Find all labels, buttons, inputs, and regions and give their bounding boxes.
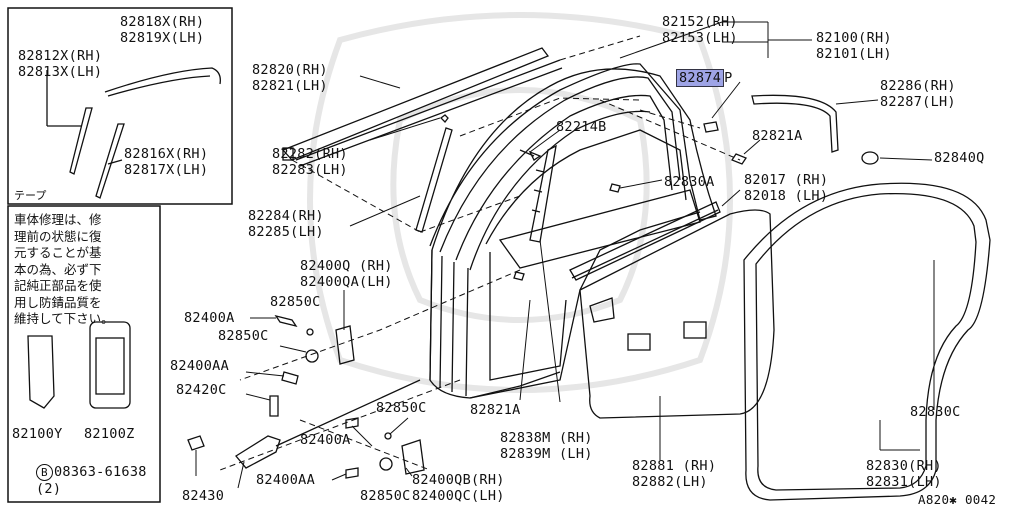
label-82874-suffix: P bbox=[724, 70, 733, 86]
trim-82284 bbox=[415, 127, 453, 233]
repair-note-text: 車体修理は、修 理前の状態に復 元することが基 本の為、必ず下 記純正部品を使 … bbox=[14, 212, 114, 326]
label-82100: 82100(RH) 82101(LH) bbox=[816, 30, 892, 62]
sealant-tube-82100y bbox=[27, 335, 55, 409]
label-82152: 82152(RH) 82153(LH) bbox=[662, 14, 738, 46]
watermark-emblem bbox=[307, 12, 733, 393]
label-82850c-4: 82850C bbox=[360, 488, 411, 504]
label-82818x: 82818X(RH) 82819X(LH) bbox=[120, 14, 205, 46]
label-82812x: 82812X(RH) 82813X(LH) bbox=[18, 48, 103, 80]
checker-82430 bbox=[235, 435, 281, 469]
label-82830a: 82830A bbox=[664, 174, 715, 190]
label-82850c-2: 82850C bbox=[218, 328, 269, 344]
label-82282: 82282(RH) 82283(LH) bbox=[272, 146, 348, 178]
label-82400a-1: 82400A bbox=[184, 310, 235, 326]
label-82816x: 82816X(RH) 82817X(LH) bbox=[124, 146, 209, 178]
inset-molding-box bbox=[7, 7, 233, 205]
trim-panel-82881 bbox=[579, 209, 775, 419]
diagram-reference: A820✱ 0042 bbox=[918, 492, 997, 507]
label-82400aa-2: 82400AA bbox=[256, 472, 315, 488]
spray-can-82100z bbox=[89, 321, 131, 409]
weatherstrip-82830 bbox=[743, 182, 991, 501]
molding-82820 bbox=[281, 47, 550, 161]
label-82830: 82830(RH) 82831(LH) bbox=[866, 458, 942, 490]
label-82430: 82430 bbox=[182, 488, 225, 504]
label-82400a-2: 82400A bbox=[300, 432, 351, 448]
label-82100y: 82100Y bbox=[12, 426, 63, 442]
label-82400aa-1: 82400AA bbox=[170, 358, 229, 374]
label-82214b: 82214B bbox=[556, 119, 607, 135]
label-82838m: 82838M (RH) 82839M (LH) bbox=[500, 430, 593, 462]
label-82420c: 82420C bbox=[176, 382, 227, 398]
label-82821a-bot: 82821A bbox=[470, 402, 521, 418]
label-82284: 82284(RH) 82285(LH) bbox=[248, 208, 324, 240]
label-82850c-3: 82850C bbox=[376, 400, 427, 416]
label-08363-text: 08363-61638 (2) bbox=[36, 464, 147, 497]
strip-82286 bbox=[751, 94, 839, 153]
label-82400q: 82400Q (RH) 82400QA(LH) bbox=[300, 258, 393, 290]
label-82874-highlight: 82874 bbox=[676, 69, 725, 87]
label-82881: 82881 (RH) 82882(LH) bbox=[632, 458, 717, 490]
molding-82812x bbox=[69, 107, 93, 175]
inset-tape-label: テープ bbox=[14, 189, 47, 202]
label-82400qb: 82400QB(RH) 82400QC(LH) bbox=[412, 472, 505, 504]
label-82830c: 82830C bbox=[910, 404, 961, 420]
hinge-82400qb bbox=[401, 439, 425, 475]
repair-note-box bbox=[7, 205, 161, 503]
label-82017: 82017 (RH) 82018 (LH) bbox=[744, 172, 829, 204]
label-82840q: 82840Q bbox=[934, 150, 985, 166]
label-82850c-1: 82850C bbox=[270, 294, 321, 310]
label-82100z: 82100Z bbox=[84, 426, 135, 442]
label-82821a-top: 82821A bbox=[752, 128, 803, 144]
bolt-b-circle: B bbox=[36, 464, 53, 481]
hinge-82400q bbox=[335, 325, 355, 365]
channel-82838m bbox=[529, 144, 557, 243]
label-82820: 82820(RH) 82821(LH) bbox=[252, 62, 328, 94]
molding-82818x bbox=[104, 67, 221, 93]
label-82286: 82286(RH) 82287(LH) bbox=[880, 78, 956, 110]
plug-82840q bbox=[861, 151, 879, 165]
molding-82816x bbox=[95, 123, 125, 199]
